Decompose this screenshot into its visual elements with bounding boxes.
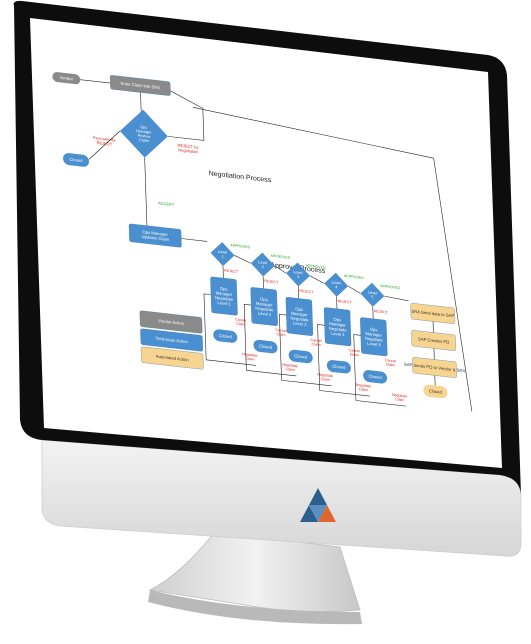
negotiate-claim-5: NegotiateClaim xyxy=(392,393,408,403)
closed-level-5-pill xyxy=(363,370,388,384)
enter-claim-label: Enter Claim into SRA xyxy=(120,81,160,90)
level-3-decision-label: Level3 xyxy=(293,270,302,279)
connector-enter-review xyxy=(140,92,142,112)
legend-1-label: Vendor Action xyxy=(158,318,185,326)
cancel-claim-3: CancelClaim xyxy=(310,338,322,347)
closed-level-4-pill xyxy=(326,360,351,374)
negotiate-level-3-label: OpsManagerNegotiateLevel 3 xyxy=(290,306,309,328)
negotiate-level-1-label: OpsManagerNegotiateLevel 1 xyxy=(215,285,234,307)
closed-reject-label: Closed xyxy=(69,157,83,164)
closed-level-3-pill xyxy=(288,349,313,364)
negotiate-claim-3: NegotiateClaim xyxy=(317,373,333,383)
level-3-decision-shape xyxy=(285,262,310,287)
level-5-decision-shape xyxy=(360,282,385,307)
logo-center-triangle xyxy=(309,505,327,522)
approved-text-5: APPROVED xyxy=(380,284,401,290)
ops-updates-label: Ops ManagerUpdates Claim xyxy=(141,229,169,242)
closed-level-2-pill xyxy=(253,339,278,354)
closed-level-3-label: Closed xyxy=(294,353,308,360)
connector-updates-level1 xyxy=(181,238,208,242)
monitor-stand xyxy=(148,531,361,613)
closed-level-4-label: Closed xyxy=(332,363,346,370)
logo-left-triangle xyxy=(300,505,318,522)
closed-level-2-label: Closed xyxy=(259,343,273,350)
connector-review-negotiation xyxy=(167,90,205,141)
cancel-claim-2: CancelClaim xyxy=(275,328,287,337)
automated-step-2-label: SAP Creates PO xyxy=(418,336,450,345)
connector-level5-automated xyxy=(384,295,409,302)
connector-review-accept xyxy=(144,157,148,226)
approved-text-1: APPROVED xyxy=(230,243,251,249)
negotiate-claim-1: NegotiateClaim xyxy=(242,352,258,362)
level-4-decision-label: Level4 xyxy=(332,280,341,289)
negotiate-level-5-label: OpsManagerNegotiateLevel 5 xyxy=(364,326,383,348)
automated-closed-pill xyxy=(423,384,448,399)
negotiate-claim-2: NegotiateClaim xyxy=(282,363,298,373)
stand-base xyxy=(148,590,362,625)
negotiate-loop-3 xyxy=(279,313,332,387)
negotiate-level-2-label: OpsManagerNegotiateLevel 2 xyxy=(255,296,274,318)
negotiate-level-4-label: OpsManagerNegotiateLevel 4 xyxy=(328,316,347,338)
legend-1-box xyxy=(139,310,203,334)
connector-start-enter xyxy=(80,79,111,84)
legend-2-label: Technician Action xyxy=(155,336,188,345)
cancel-claim-5: CancelClaim xyxy=(385,358,397,367)
connector-approved-1 xyxy=(234,255,251,264)
review-decision-label: OpsManagerReviewClaim xyxy=(136,125,152,144)
connector-approved-3 xyxy=(309,275,325,284)
reject-text-2: REJECT xyxy=(264,279,279,285)
start-vendor-pill xyxy=(52,72,81,85)
negotiate-claim-4: NegotiateClaim xyxy=(356,383,372,393)
closed-reject-pill xyxy=(63,153,90,167)
legend-3-label: Automated Action xyxy=(156,354,190,363)
automated-closed-label: Closed xyxy=(429,388,443,395)
cancel-claim-1: CancelClaim xyxy=(235,317,247,326)
negotiate-loop-1 xyxy=(203,293,257,366)
reject-text-5: REJECT xyxy=(374,309,389,315)
automated-step-3-label: SAP Sends PO to Vendor & SRA xyxy=(404,362,466,374)
legend-3-box xyxy=(140,346,204,370)
review-decision-shape xyxy=(119,109,168,158)
reject-text-3: REJECT xyxy=(299,289,314,295)
level-1-decision-shape xyxy=(210,242,235,267)
approved-text-3: APPROVED xyxy=(306,264,327,270)
level-4-decision-shape xyxy=(324,272,349,297)
negotiation-loop-right xyxy=(433,158,473,412)
negotiation-loop-line xyxy=(192,106,434,159)
approved-text-4: APPROVED xyxy=(344,274,365,280)
logo-top-triangle xyxy=(309,488,327,505)
closed-level-1-label: Closed xyxy=(219,333,233,340)
closed-level-1-pill xyxy=(213,329,238,343)
reject-text-1: REJECT xyxy=(224,268,239,274)
approved-text-2: APPROVED xyxy=(270,254,291,260)
accept-text: ACCEPT xyxy=(158,200,175,207)
connector-review-closed xyxy=(88,130,121,160)
start-vendor-label: Vendor xyxy=(60,75,74,82)
connector-approved-4 xyxy=(348,285,361,294)
level-1-decision-label: Level1 xyxy=(218,250,227,259)
automated-step-1-label: SRA Send data to SAP xyxy=(411,309,454,319)
reject-negotiation-text: REJECT forNegotiation xyxy=(177,143,199,155)
permanently-reject-text: PermanentlyREJECT xyxy=(93,135,116,147)
monitor-chin xyxy=(41,439,522,557)
negotiate-loop-5 xyxy=(353,334,406,407)
level-5-decision-label: Level5 xyxy=(368,290,377,299)
brand-logo xyxy=(300,488,336,522)
legend-2-box xyxy=(140,328,203,352)
reject-text-4: REJECT xyxy=(338,299,353,305)
negotiate-loop-4 xyxy=(317,324,370,397)
connector-approved-2 xyxy=(274,265,287,274)
closed-level-5-label: Closed xyxy=(368,374,382,381)
negotiate-loop-2 xyxy=(243,303,297,377)
level-2-decision-label: Level2 xyxy=(258,260,267,269)
logo-right-triangle xyxy=(318,505,336,522)
level-2-decision-shape xyxy=(250,252,275,277)
